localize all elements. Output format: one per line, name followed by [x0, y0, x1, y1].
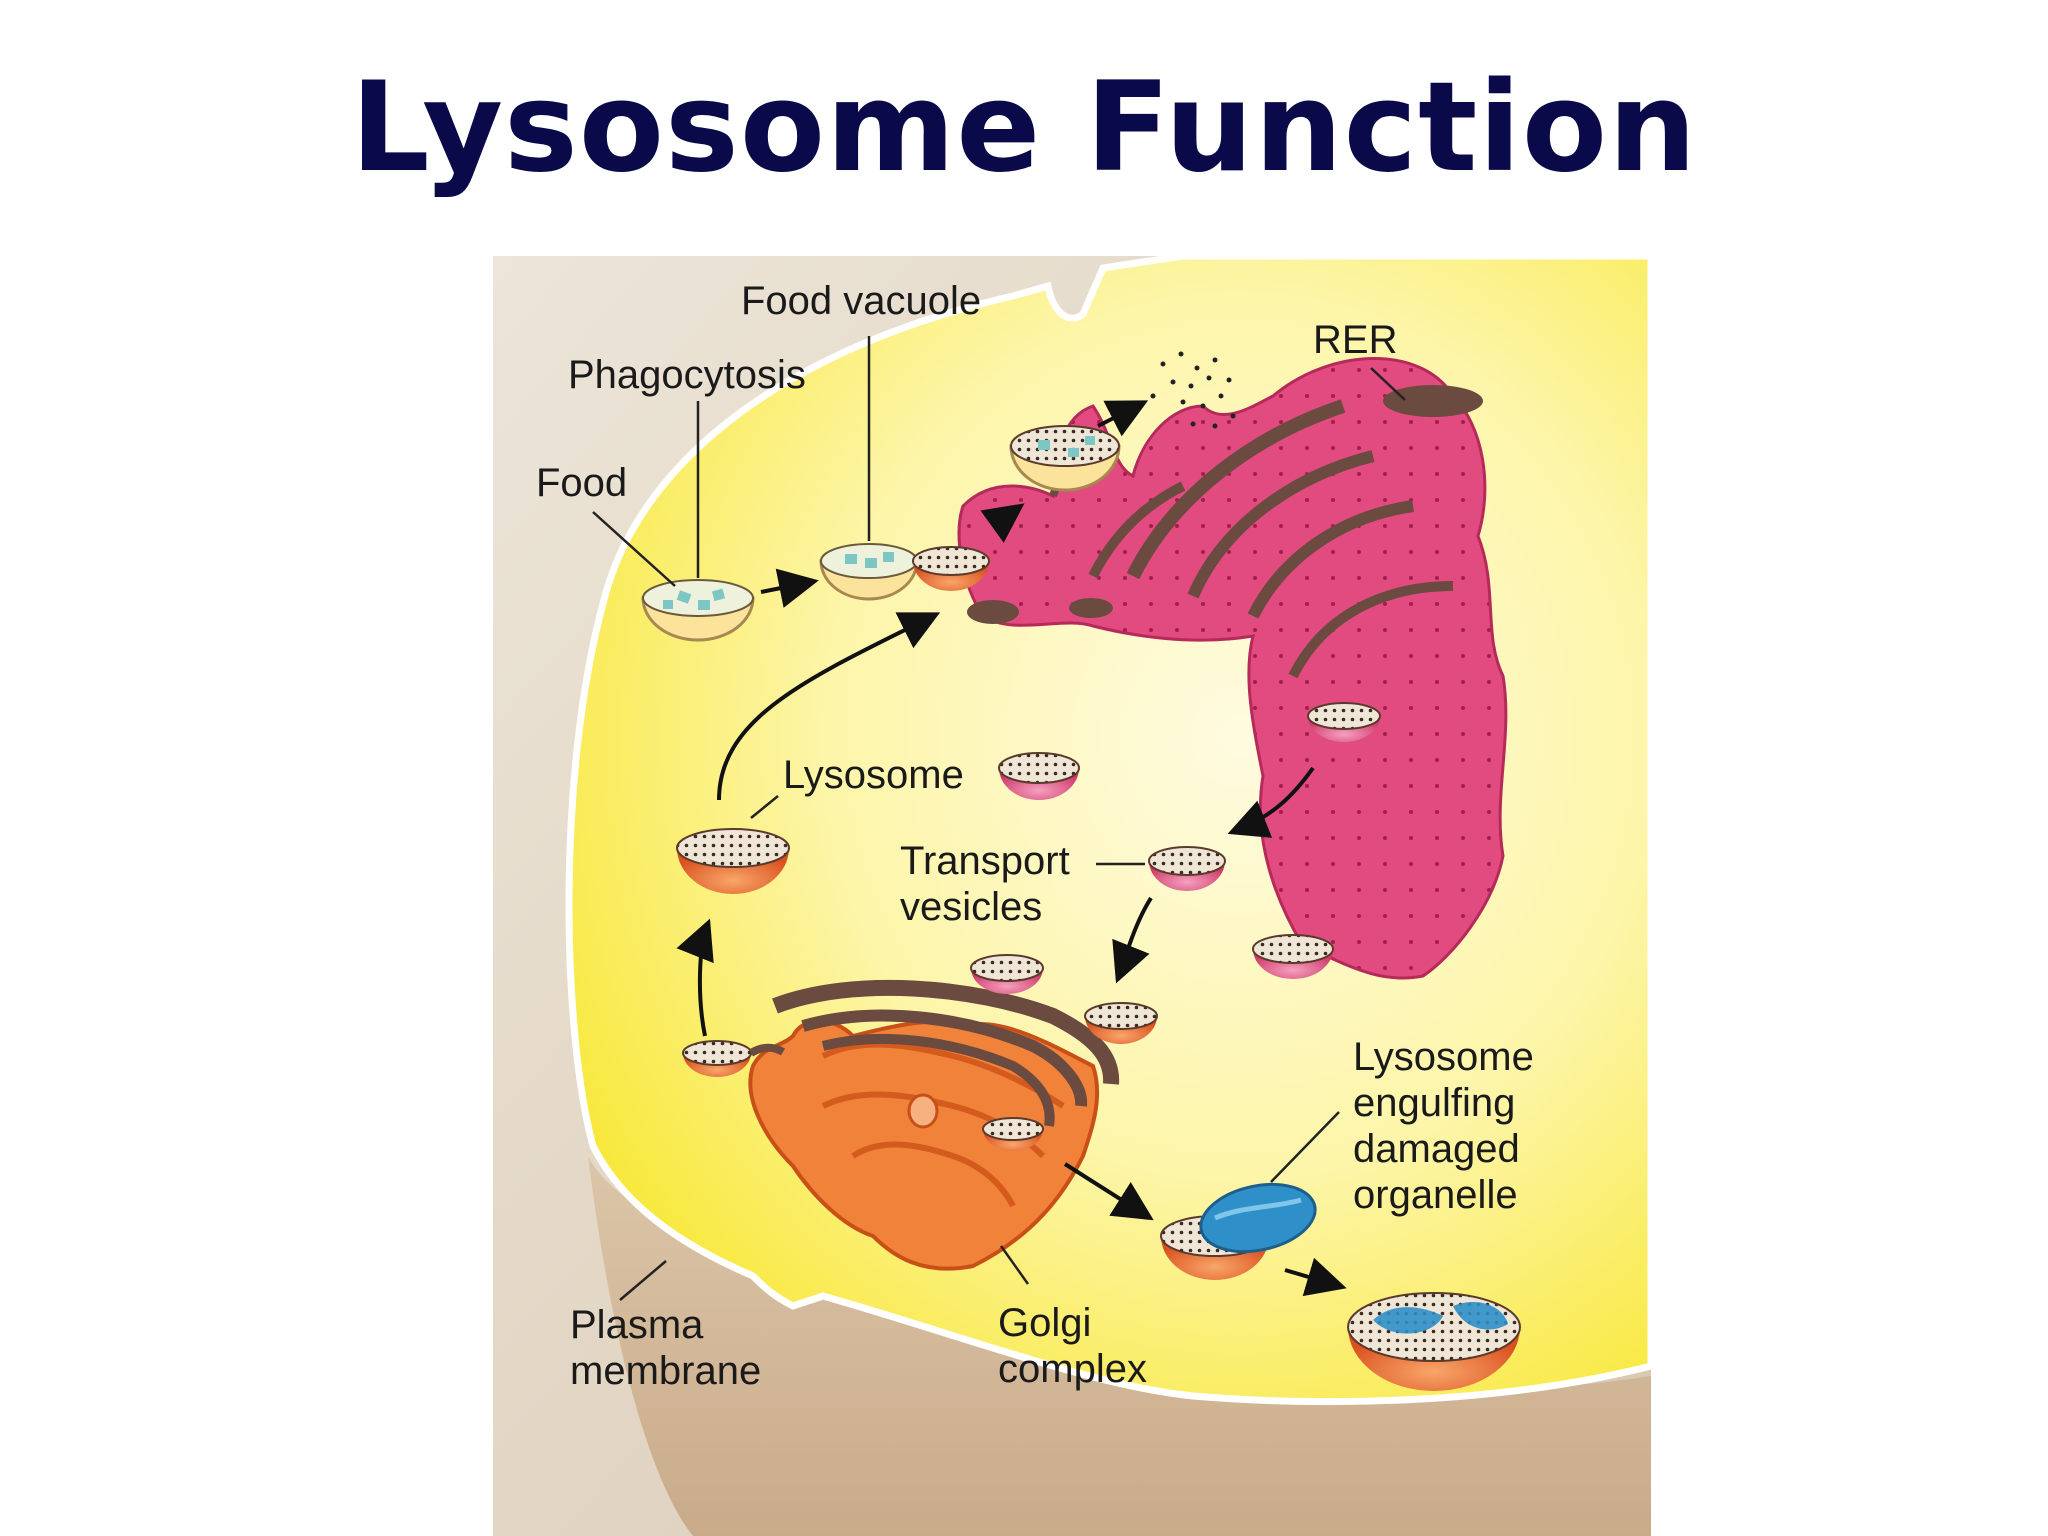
label-golgi-complex-line1: Golgi [998, 1301, 1091, 1345]
rer-budding-vesicle [1307, 702, 1381, 742]
label-lysosome-engulfing-line3: damaged [1353, 1127, 1520, 1171]
arrow-golgi-to-lysosome [676, 918, 714, 1037]
label-golgi-complex-line2: complex [998, 1347, 1147, 1391]
arrow-transport-to-golgi [1112, 896, 1153, 984]
slide-title: Lysosome Function [350, 56, 1698, 200]
leader-lines [592, 336, 1406, 1301]
label-lysosome-engulfing-line2: engulfing [1353, 1081, 1515, 1125]
golgi-complex [748, 979, 1120, 1271]
released-particles [1150, 351, 1236, 429]
label-transport-vesicles-line2: vesicles [900, 885, 1042, 929]
cell-cutaway-base [588, 1156, 1651, 1536]
leader-food [592, 511, 676, 587]
label-transport-vesicles-line1: Transport [900, 839, 1070, 883]
golgi-vesicle-right [1084, 1002, 1158, 1044]
arrow-digestion-to-release [1097, 400, 1149, 437]
pink-vesicle-left [998, 752, 1080, 800]
label-plasma-membrane-line1: Plasma [570, 1303, 704, 1347]
lysosome-engulfing-mitochondrion [1160, 1182, 1317, 1280]
leader-plasma-membrane [619, 1260, 667, 1301]
label-lysosome: Lysosome [783, 753, 964, 797]
label-plasma-membrane-line2: membrane [570, 1349, 761, 1393]
pink-vesicle-small [970, 954, 1044, 994]
lysosome-digesting-organelle [1347, 1292, 1521, 1391]
transport-vesicle [1148, 846, 1226, 891]
budding-lysosome-left [682, 1040, 786, 1077]
leader-engulfing [1270, 1111, 1340, 1183]
pink-vesicle-lower-right [1252, 934, 1334, 979]
arrow-rer-to-transport [1227, 766, 1315, 838]
label-food: Food [536, 461, 627, 505]
label-food-vacuole: Food vacuole [741, 279, 981, 323]
leader-rer [1370, 367, 1406, 401]
label-lysosome-engulfing-line4: organelle [1353, 1173, 1518, 1217]
lysosome-main [676, 828, 790, 894]
arrow-engulfing-to-digesting [1284, 1257, 1347, 1297]
lysosome-function-diagram: Food vacuole Phagocytosis Food RER Lysos… [493, 256, 1651, 1536]
arrow-lysosome-to-vacuole [717, 612, 941, 801]
label-phagocytosis: Phagocytosis [568, 353, 806, 397]
arrow-phagocytosis-to-vacuole [760, 568, 819, 608]
golgi-budding-vesicle [982, 1117, 1044, 1151]
label-rer: RER [1313, 318, 1397, 362]
arrow-vacuole-to-digestion [980, 503, 1025, 543]
leader-golgi [999, 1245, 1030, 1285]
label-lysosome-engulfing-line1: Lysosome [1353, 1035, 1534, 1079]
phagocytosis-cup [641, 579, 755, 642]
pathway-arrows [676, 400, 1347, 1297]
food-vacuole-fusing [819, 543, 990, 601]
arrow-golgi-to-engulfing [1063, 1162, 1154, 1221]
leader-lysosome [750, 795, 779, 819]
digesting-vacuole [1009, 425, 1121, 492]
